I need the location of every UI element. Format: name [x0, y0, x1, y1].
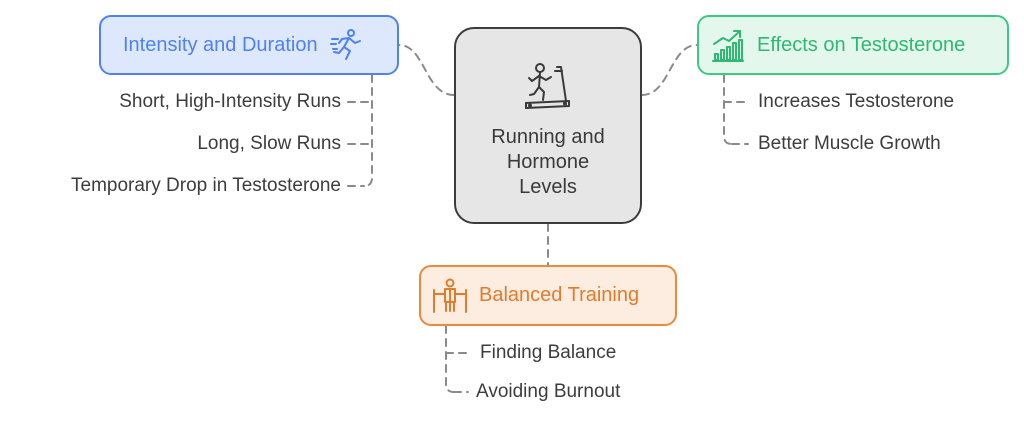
intensity-item-temporary-drop: Temporary Drop in Testosterone — [71, 175, 341, 196]
connector-intensity-trunk — [363, 74, 373, 187]
connector-center-intensity — [398, 44, 455, 96]
intensity-item-short-high: Short, High-Intensity Runs — [119, 91, 341, 112]
running-person-icon — [329, 28, 364, 62]
effects-testosterone-node[interactable]: Effects on Testosterone — [697, 15, 1009, 75]
intensity-duration-node[interactable]: Intensity and Duration — [99, 15, 399, 75]
balance-person-icon — [431, 278, 469, 314]
growth-chart-icon — [711, 28, 745, 62]
balanced-item-avoiding: Avoiding Burnout — [476, 381, 621, 402]
effects-testosterone-label: Effects on Testosterone — [757, 33, 966, 56]
effects-item-increases: Increases Testosterone — [758, 91, 955, 112]
effects-item-muscle-growth: Better Muscle Growth — [758, 133, 941, 154]
connector-center-effects — [641, 44, 698, 96]
treadmill-runner-icon — [522, 61, 574, 113]
balanced-training-node[interactable]: Balanced Training — [419, 265, 677, 326]
center-node[interactable]: Running and Hormone Levels — [454, 27, 642, 224]
balanced-training-label: Balanced Training — [479, 284, 640, 306]
connector-effects-trunk — [723, 74, 733, 145]
intensity-duration-label: Intensity and Duration — [123, 33, 318, 56]
balanced-item-finding: Finding Balance — [480, 342, 617, 363]
center-label: Running and Hormone Levels — [491, 126, 605, 198]
intensity-item-long-slow: Long, Slow Runs — [197, 133, 341, 154]
connector-balanced-trunk — [445, 325, 455, 393]
